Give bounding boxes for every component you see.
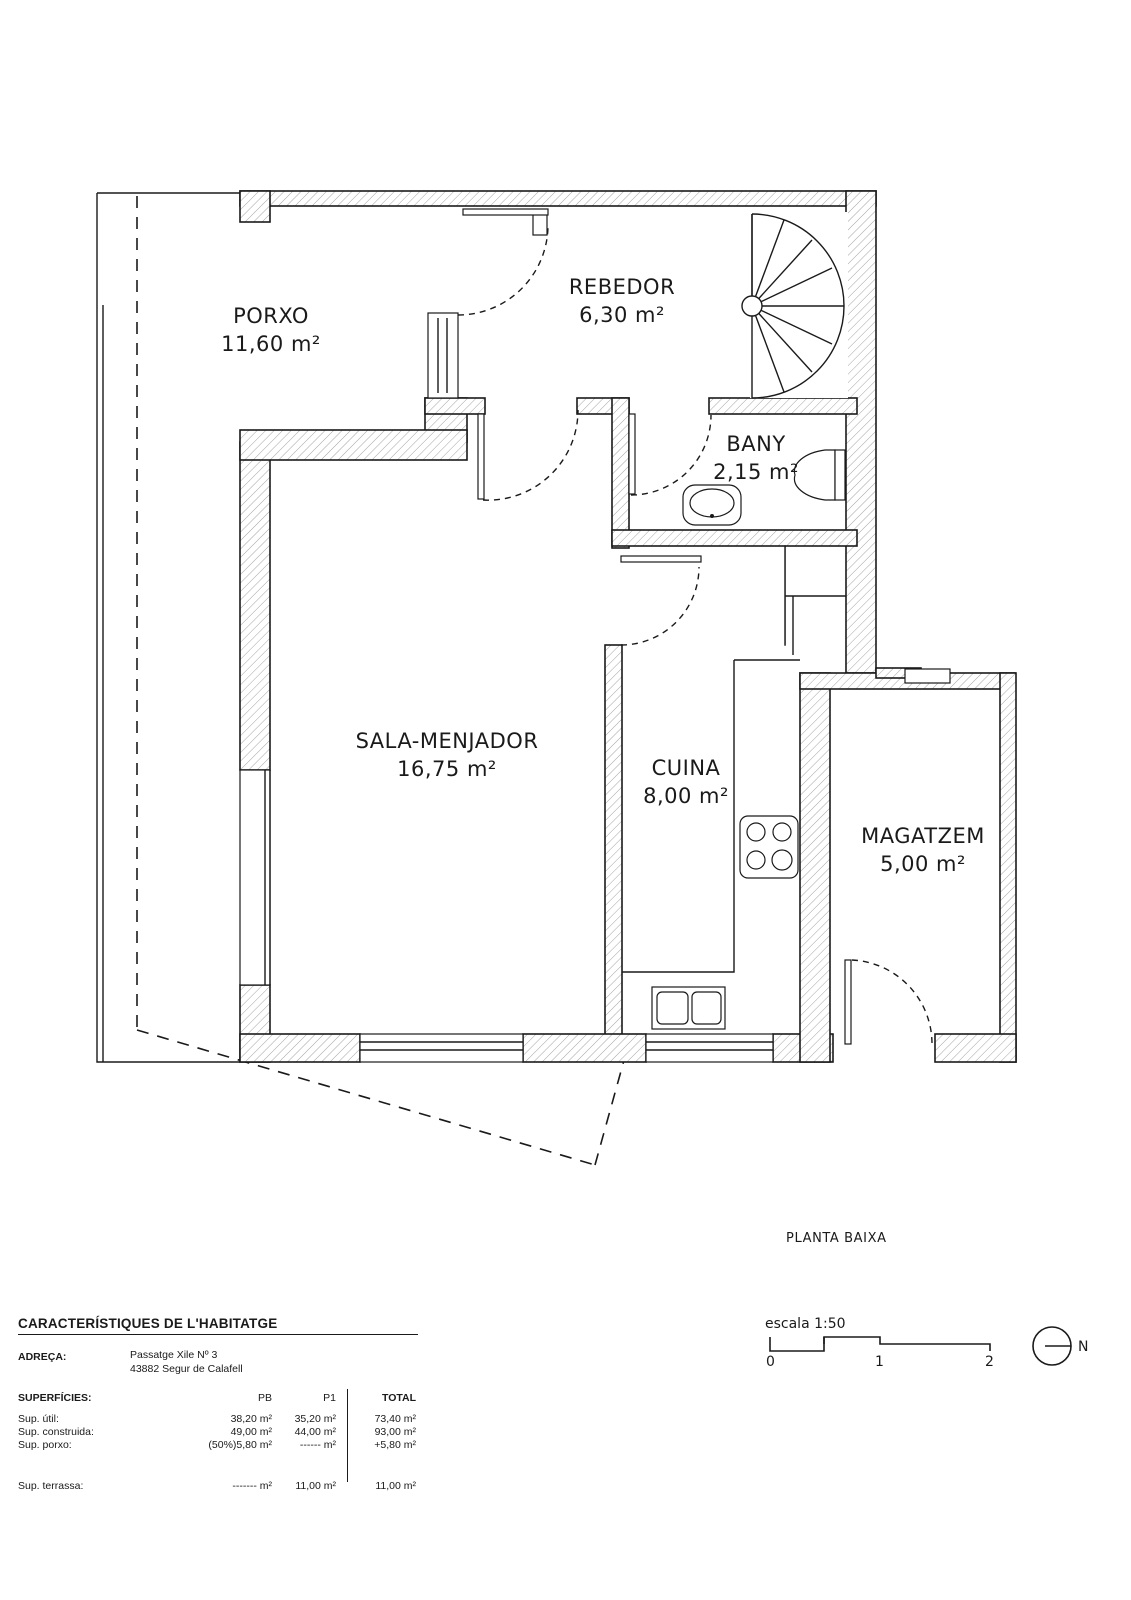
spiral-stair: [741, 212, 848, 399]
porch-outline: [96, 192, 627, 1166]
scale-tick-2: 2: [985, 1354, 994, 1370]
row-total: 11,00 m²: [375, 1480, 416, 1492]
room-name-porxo: PORXO: [233, 304, 309, 328]
room-area-cuina: 8,00 m²: [643, 784, 729, 808]
row-pb: 38,20 m²: [230, 1413, 272, 1425]
property-info: CARACTERÍSTIQUES DE L'HABITATGE: [18, 1316, 418, 1335]
row-label: Sup. terrassa:: [18, 1480, 84, 1492]
row-label: Sup. útil:: [18, 1413, 59, 1425]
row-p1: 44,00 m²: [294, 1426, 336, 1438]
room-area-magatzem: 5,00 m²: [880, 852, 966, 876]
room-area-rebedor: 6,30 m²: [579, 303, 665, 327]
scale-bar: escala 1:50 0 1 2 N: [765, 1316, 1088, 1370]
row-total: 73,40 m²: [374, 1413, 416, 1425]
room-name-sala-menjador: SALA-MENJADOR: [356, 729, 539, 753]
scale-tick-0: 0: [766, 1354, 775, 1370]
info-title: CARACTERÍSTIQUES DE L'HABITATGE: [18, 1316, 418, 1335]
scale-tick-1: 1: [875, 1354, 884, 1370]
column-pb: PB: [257, 1392, 272, 1404]
row-label: Sup. porxo:: [18, 1439, 72, 1451]
room-name-cuina: CUINA: [652, 756, 721, 780]
row-p1: 35,20 m²: [294, 1413, 336, 1425]
plan-title: PLANTA BAIXA: [786, 1231, 887, 1246]
address-label: ADREÇA:: [18, 1351, 67, 1363]
room-area-porxo: 11,60 m²: [221, 332, 321, 356]
windows: [239, 312, 951, 1063]
room-name-magatzem: MAGATZEM: [861, 824, 985, 848]
bathroom-fixtures: [682, 449, 846, 526]
north-label: N: [1078, 1339, 1088, 1355]
room-area-bany: 2,15 m²: [713, 460, 799, 484]
scale-label: escala 1:50: [765, 1316, 846, 1332]
doors: [457, 208, 933, 1045]
column-total: TOTAL: [381, 1392, 416, 1404]
row-pb: ------- m²: [232, 1480, 272, 1492]
address-line-1: Passatge Xile Nº 3: [130, 1349, 218, 1361]
row-label: Sup. construida:: [18, 1426, 94, 1438]
row-total: +5,80 m²: [374, 1439, 416, 1451]
column-p1: P1: [323, 1392, 336, 1404]
room-area-sala-menjador: 16,75 m²: [397, 757, 497, 781]
surfaces-label: SUPERFÍCIES:: [18, 1392, 92, 1404]
row-total: 93,00 m²: [374, 1426, 416, 1438]
room-labels: PORXO 11,60 m² REBEDOR 6,30 m² BANY 2,15…: [221, 275, 985, 876]
walls: [239, 190, 1017, 1063]
room-name-bany: BANY: [726, 432, 785, 456]
row-p1: ------ m²: [299, 1439, 336, 1451]
row-pb: (50%)5,80 m²: [208, 1439, 272, 1451]
total-column-divider: [347, 1389, 348, 1482]
row-pb: 49,00 m²: [230, 1426, 272, 1438]
floor-plan: PORXO 11,60 m² REBEDOR 6,30 m² BANY 2,15…: [96, 190, 1017, 1246]
room-name-rebedor: REBEDOR: [569, 275, 675, 299]
row-p1: 11,00 m²: [295, 1480, 336, 1492]
address-line-2: 43882 Segur de Calafell: [130, 1363, 243, 1375]
kitchen-fixtures: [622, 545, 846, 1030]
